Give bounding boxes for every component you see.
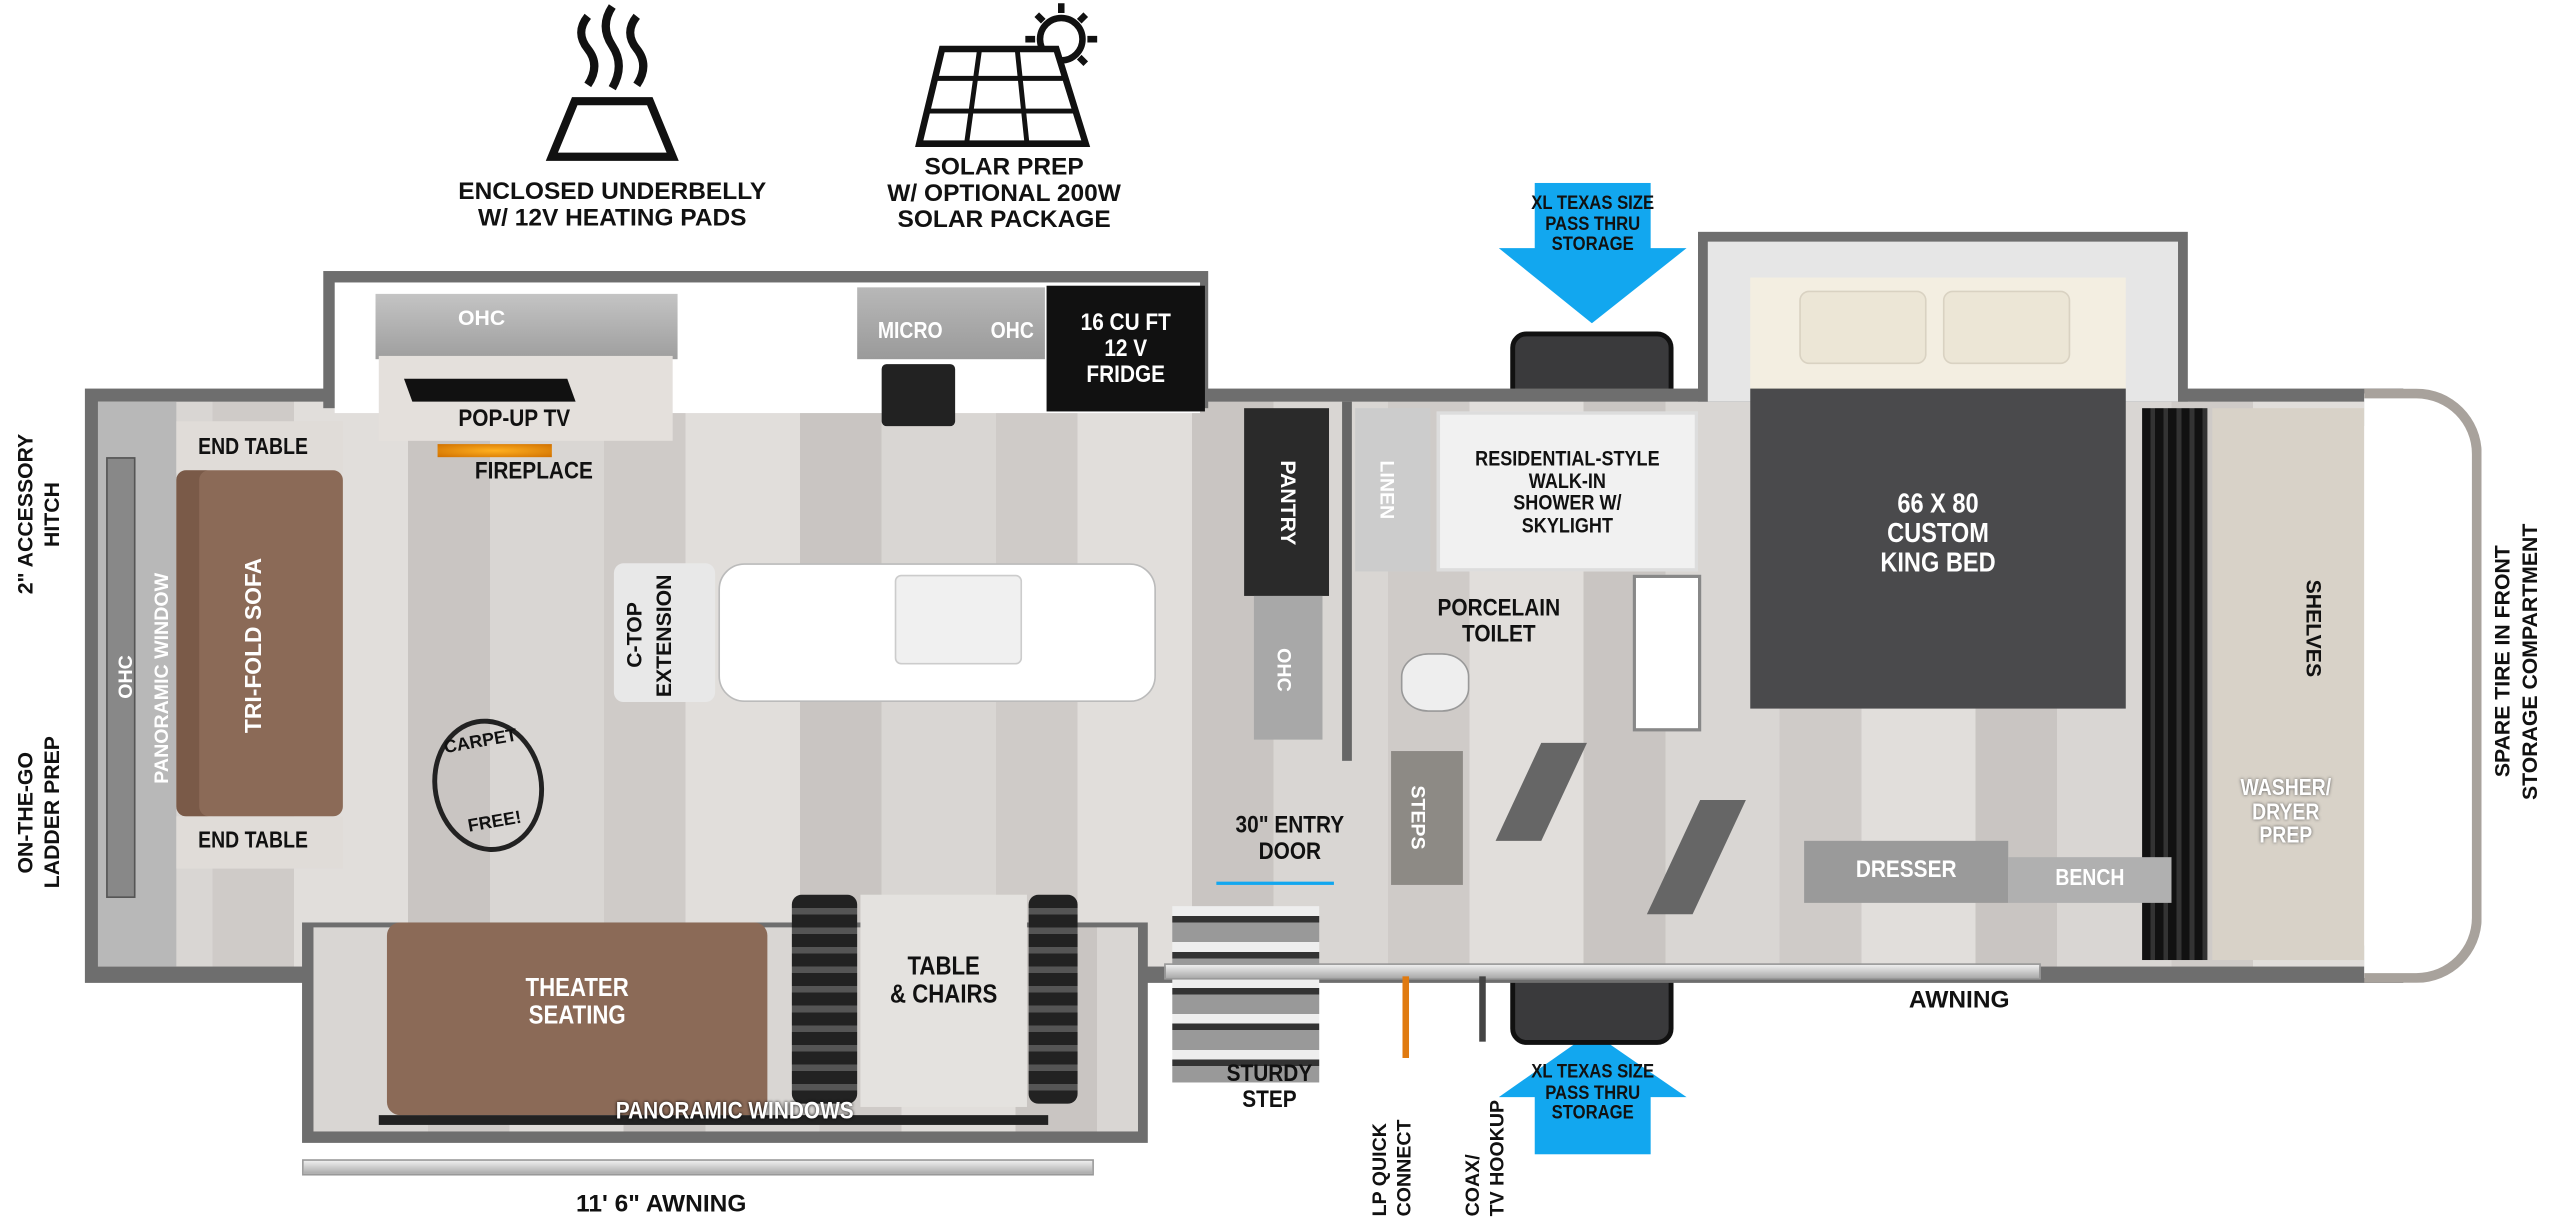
storage-top-label: XL TEXAS SIZE PASS THRU STORAGE bbox=[1531, 191, 1655, 256]
panoramic-window bbox=[106, 457, 136, 898]
shelves-label: SHELVES bbox=[2301, 579, 2327, 678]
pillow-icon bbox=[1942, 290, 2071, 365]
toilet-label: PORCELAIN TOILET bbox=[1437, 594, 1561, 648]
ohc-label: OHC bbox=[458, 305, 506, 330]
underbelly-label: ENCLOSED UNDERBELLY W/ 12V HEATING PADS bbox=[458, 177, 767, 232]
spare-tire-label: SPARE TIRE IN FRONT STORAGE COMPARTMENT bbox=[2489, 523, 2543, 800]
dresser-label: DRESSER bbox=[1855, 855, 1957, 884]
microwave bbox=[857, 287, 1045, 360]
solar-label: SOLAR PREP W/ OPTIONAL 200W SOLAR PACKAG… bbox=[887, 153, 1121, 233]
storage-bottom-label: XL TEXAS SIZE PASS THRU STORAGE bbox=[1531, 1059, 1655, 1124]
end-table-bottom bbox=[176, 816, 343, 869]
walk-in-shower bbox=[1436, 411, 1699, 572]
ladder-label: ON-THE-GO LADDER PREP bbox=[13, 736, 64, 889]
pantry bbox=[1244, 408, 1330, 596]
lp-line-icon bbox=[1402, 976, 1410, 1058]
sofa-label: TRI-FOLD SOFA bbox=[240, 557, 267, 733]
shelves bbox=[2212, 408, 2368, 961]
micro-label: MICRO bbox=[877, 316, 943, 343]
steps-label: STEPS bbox=[1406, 785, 1430, 851]
entry-door-label: 30" ENTRY DOOR bbox=[1235, 811, 1345, 865]
heating-icon bbox=[545, 4, 679, 161]
shower-label: RESIDENTIAL-STYLE WALK-IN SHOWER W/ SKYL… bbox=[1475, 445, 1660, 538]
c-top-extension bbox=[613, 563, 716, 703]
awning-label: AWNING bbox=[1908, 986, 2010, 1014]
end-table-bottom-label: END TABLE bbox=[198, 826, 308, 853]
popup-tv-label: POP-UP TV bbox=[458, 404, 571, 433]
theater-seating bbox=[386, 922, 768, 1116]
pantry-label: PANTRY bbox=[1276, 460, 1301, 546]
fireplace-label: FIREPLACE bbox=[474, 457, 593, 485]
cooktop-icon bbox=[881, 364, 956, 427]
sturdy-step-label: STURDY STEP bbox=[1226, 1059, 1313, 1114]
fridge bbox=[1046, 285, 1205, 412]
theater-label: THEATER SEATING bbox=[525, 974, 629, 1030]
bed-label: 66 X 80 CUSTOM KING BED bbox=[1880, 488, 1996, 578]
solar-panel-icon bbox=[915, 3, 1098, 147]
entry-steps bbox=[1172, 906, 1320, 1083]
pillow-icon bbox=[1799, 290, 1927, 365]
toilet-icon bbox=[1400, 653, 1470, 712]
awning-bar bbox=[1164, 963, 2041, 980]
fridge-label: 16 CU FT 12 V FRIDGE bbox=[1080, 308, 1171, 388]
slide-awning-bar bbox=[302, 1159, 1094, 1176]
coax-label: COAX/ TV HOOKUP bbox=[1461, 1099, 1509, 1217]
coax-line-icon bbox=[1479, 976, 1486, 1042]
ctop-label: C-TOP EXTENSION bbox=[622, 573, 676, 697]
linen-label: LINEN bbox=[1375, 460, 1399, 520]
bench bbox=[2008, 857, 2172, 903]
bench-label: BENCH bbox=[2055, 863, 2125, 890]
ohc-kitchen-label: OHC bbox=[990, 316, 1034, 343]
bath-vanity bbox=[1632, 574, 1702, 732]
steps bbox=[1391, 751, 1463, 885]
king-bed bbox=[1750, 388, 2126, 709]
overhead-cabinet bbox=[375, 293, 678, 360]
lp-label: LP QUICK CONNECT bbox=[1368, 1119, 1416, 1217]
dresser bbox=[1804, 840, 2009, 903]
table-label: TABLE & CHAIRS bbox=[890, 953, 998, 1009]
storage-arrow-up-icon bbox=[1498, 1031, 1687, 1155]
window-ohc-label: OHC PANORAMIC WINDOW bbox=[114, 572, 174, 783]
linen-closet bbox=[1355, 408, 1431, 572]
slide-awning-label: 11' 6" AWNING bbox=[576, 1190, 747, 1218]
end-table-top-label: END TABLE bbox=[198, 432, 308, 459]
sink-icon bbox=[894, 574, 1023, 665]
fireplace-icon bbox=[437, 444, 552, 458]
panoramic-windows-label: PANORAMIC WINDOWS bbox=[615, 1097, 854, 1125]
front-cap bbox=[2364, 388, 2482, 983]
tri-fold-sofa bbox=[176, 470, 343, 817]
hitch-label: 2" ACCESSORY HITCH bbox=[13, 433, 64, 595]
end-table-top bbox=[176, 421, 343, 474]
chairs-left bbox=[791, 894, 858, 1104]
panoramic-windows bbox=[378, 1115, 1049, 1125]
washer-dryer-label: WASHER/ DRYER PREP bbox=[2240, 773, 2332, 848]
storage-arrow-down-icon bbox=[1498, 182, 1687, 324]
ohc-side-label: OHC bbox=[1272, 647, 1296, 692]
dining-table bbox=[860, 894, 1027, 1107]
ohc-side-cabinet bbox=[1253, 595, 1323, 740]
entry-door-dimension bbox=[1216, 881, 1334, 885]
chairs-right bbox=[1028, 894, 1078, 1104]
tv-icon bbox=[404, 378, 576, 402]
